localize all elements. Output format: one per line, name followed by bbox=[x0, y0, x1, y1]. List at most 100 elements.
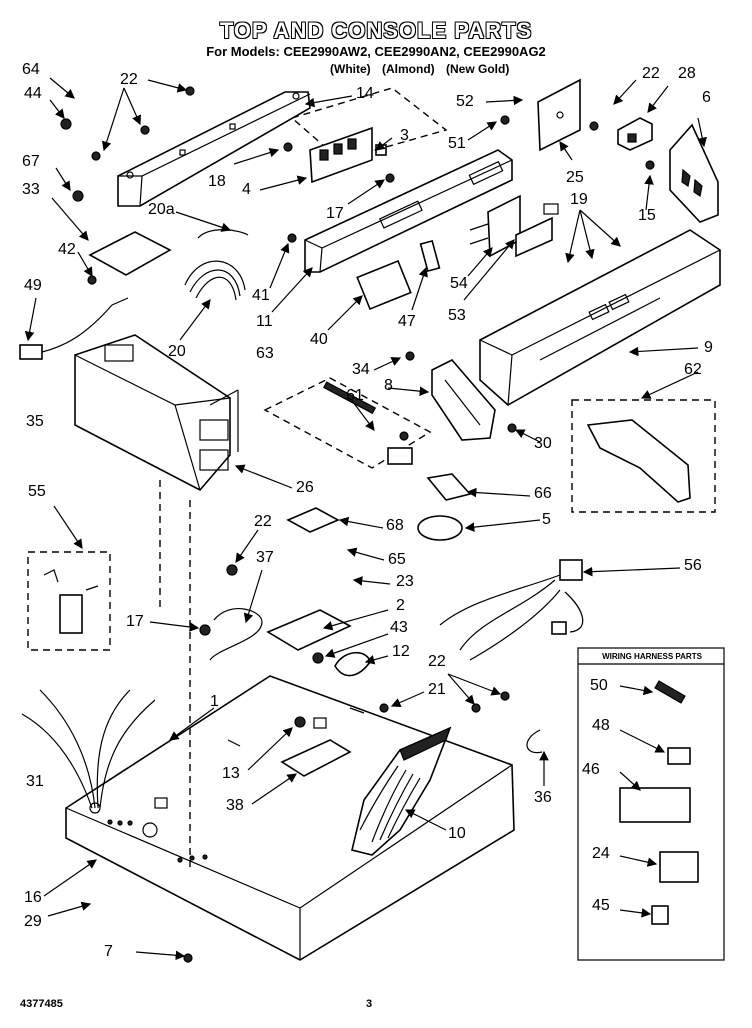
callout-65: 65 bbox=[388, 551, 406, 568]
callout-18: 18 bbox=[208, 173, 226, 190]
callout-33: 33 bbox=[22, 181, 40, 198]
callout-3: 3 bbox=[400, 127, 409, 144]
callout-31: 31 bbox=[26, 773, 44, 790]
wire-37 bbox=[209, 608, 263, 661]
callout-43: 43 bbox=[390, 619, 408, 636]
callout-46: 46 bbox=[582, 761, 600, 778]
thermostat-assembly bbox=[586, 419, 691, 503]
callout-15: 15 bbox=[638, 207, 656, 224]
callout-22: 22 bbox=[642, 65, 660, 82]
callout-38: 38 bbox=[226, 797, 244, 814]
callout-68: 68 bbox=[386, 517, 404, 534]
callout-9: 9 bbox=[704, 339, 713, 356]
cord-clamp bbox=[387, 447, 413, 465]
callout-2: 2 bbox=[396, 597, 405, 614]
callout-19: 19 bbox=[570, 191, 588, 208]
callout-45: 45 bbox=[592, 897, 610, 914]
top-panel bbox=[65, 675, 515, 961]
callout-10: 10 bbox=[448, 825, 466, 842]
callout-14: 14 bbox=[356, 85, 374, 102]
callout-7: 7 bbox=[104, 943, 113, 960]
callout-48: 48 bbox=[592, 717, 610, 734]
callout-28: 28 bbox=[678, 65, 696, 82]
callout-50: 50 bbox=[590, 677, 608, 694]
left-end-cap bbox=[431, 359, 496, 441]
callout-16: 16 bbox=[24, 889, 42, 906]
callout-42: 42 bbox=[58, 241, 76, 258]
gasket bbox=[334, 651, 371, 677]
callout-52: 52 bbox=[456, 93, 474, 110]
push-button-switch bbox=[309, 126, 387, 184]
callout-64: 64 bbox=[22, 61, 40, 78]
callout-13: 13 bbox=[222, 765, 240, 782]
page-title: TOP AND CONSOLE PARTS bbox=[219, 18, 533, 43]
callout-62: 62 bbox=[684, 361, 702, 378]
callout-22: 22 bbox=[428, 653, 446, 670]
leader-lines bbox=[24, 77, 707, 961]
callout-40: 40 bbox=[310, 331, 328, 348]
callout-24: 24 bbox=[592, 845, 610, 862]
console-body bbox=[479, 229, 721, 406]
callout-8: 8 bbox=[384, 377, 393, 394]
callout-37: 37 bbox=[256, 549, 274, 566]
callout-29: 29 bbox=[24, 913, 42, 930]
callout-41: 41 bbox=[252, 287, 270, 304]
callout-1: 1 bbox=[210, 693, 219, 710]
page-number: 3 bbox=[366, 998, 373, 1010]
timer-bracket bbox=[537, 78, 581, 152]
harness-box-title: WIRING HARNESS PARTS bbox=[602, 652, 702, 661]
part-50 bbox=[654, 680, 686, 704]
wire-bundle bbox=[21, 689, 156, 809]
drum-light-group-outline bbox=[27, 551, 111, 651]
harness-parts-box bbox=[577, 647, 725, 961]
callout-55: 55 bbox=[28, 483, 46, 500]
console-box bbox=[74, 334, 239, 492]
switch-bracket bbox=[356, 259, 412, 311]
callout-17: 17 bbox=[126, 613, 144, 630]
callout-34: 34 bbox=[352, 361, 370, 378]
callout-49: 49 bbox=[24, 277, 42, 294]
thermostat-group-outline bbox=[571, 399, 716, 513]
callout-26: 26 bbox=[296, 479, 314, 496]
callout-44: 44 bbox=[24, 85, 42, 102]
callout-36: 36 bbox=[534, 789, 552, 806]
callout-20a: 20a bbox=[148, 201, 175, 218]
lint-screen-assembly bbox=[351, 726, 452, 856]
wire-harness-20 bbox=[184, 229, 249, 301]
callout-53: 53 bbox=[448, 307, 466, 324]
callout-11: 11 bbox=[256, 313, 273, 330]
callout-25: 25 bbox=[566, 169, 584, 186]
callout-63: 63 bbox=[256, 345, 274, 362]
callout-5: 5 bbox=[542, 511, 551, 528]
terminal-block bbox=[88, 231, 172, 276]
callout-67: 67 bbox=[22, 153, 40, 170]
callout-22: 22 bbox=[120, 71, 138, 88]
callout-12: 12 bbox=[392, 643, 410, 660]
document-number: 4377485 bbox=[20, 998, 63, 1010]
model-numbers: For Models: CEE2990AW2, CEE2990AN2, CEE2… bbox=[206, 44, 546, 59]
callout-21: 21 bbox=[428, 681, 446, 698]
callout-22: 22 bbox=[254, 513, 272, 530]
end-cap bbox=[669, 123, 719, 223]
callout-20: 20 bbox=[168, 343, 186, 360]
callout-17: 17 bbox=[326, 205, 344, 222]
drum-light-assembly bbox=[43, 569, 99, 634]
callout-54: 54 bbox=[450, 275, 468, 292]
part-48 bbox=[667, 747, 691, 765]
latch-cover bbox=[266, 609, 352, 651]
part-45 bbox=[651, 905, 669, 925]
wire-36 bbox=[526, 729, 543, 754]
callout-4: 4 bbox=[242, 181, 251, 198]
color-white: (White) bbox=[330, 62, 371, 76]
power-cord bbox=[19, 297, 129, 360]
hinge bbox=[417, 515, 463, 541]
callout-56: 56 bbox=[684, 557, 702, 574]
timer bbox=[617, 117, 653, 151]
bracket bbox=[286, 507, 340, 533]
part-24 bbox=[659, 851, 699, 883]
callout-6: 6 bbox=[702, 89, 711, 106]
callout-51: 51 bbox=[448, 135, 466, 152]
callout-66: 66 bbox=[534, 485, 552, 502]
